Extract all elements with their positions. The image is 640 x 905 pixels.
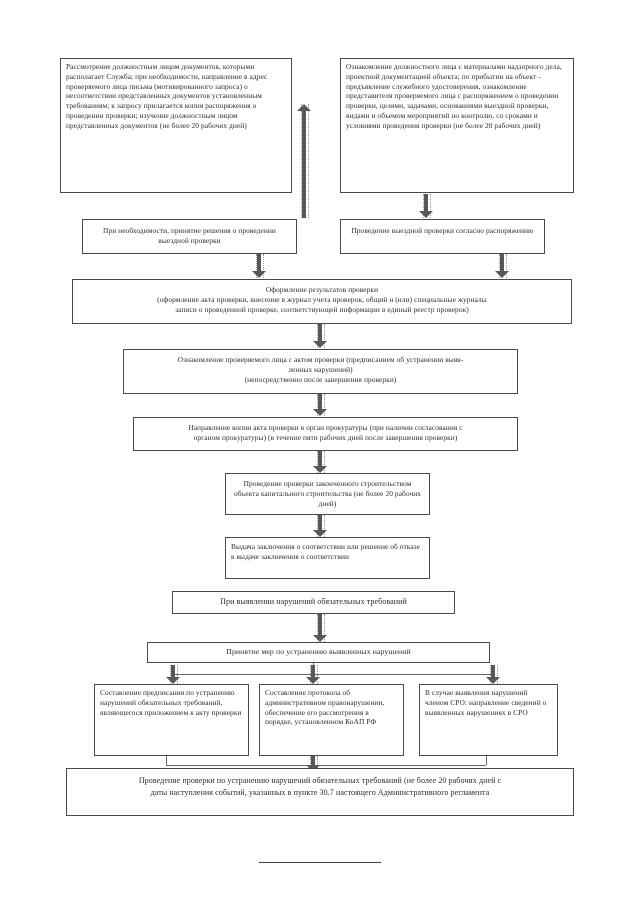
node-measures-taken: Принятие мер по устранению выявленных на… (147, 642, 490, 663)
arrow-to-prescription (166, 665, 180, 684)
connector-prescription-down (166, 756, 167, 765)
acquaint-line-3: (непосредственно после завершения провер… (244, 374, 397, 384)
followup-line-2: даты наступления событий, указанных в пу… (150, 788, 490, 797)
arrow-prosecutor-to-completed-check (313, 451, 327, 473)
footer-divider (259, 862, 381, 863)
arrow-completed-check-to-conclusion (313, 515, 327, 537)
node-followup-check: Проведение проверки по устранению наруше… (66, 768, 574, 816)
node-acquaint-with-act: Ознакомление проверяемого лица с актом п… (123, 349, 518, 394)
arrow-violations-to-measures (313, 614, 327, 642)
node-results-formalization: Оформление результатов проверки (оформле… (72, 279, 572, 324)
connector-measures-bus (173, 674, 493, 675)
arrow-decision-to-results (252, 254, 266, 278)
node-prescription: Составление предписания по устранению на… (94, 684, 249, 756)
node-check-completed-construction: Проведение проверки законченного строите… (225, 473, 430, 515)
node-familiarization-materials: Ознакомление должностного лица с материа… (340, 58, 574, 193)
arrow-to-sro-notification (486, 665, 500, 684)
prosecutor-line-1: Направление копии акта проверки в орган … (188, 423, 463, 432)
arrow-field-check-to-results (495, 254, 509, 278)
node-issue-conclusion: Выдача заключения о соответствии или реш… (225, 537, 430, 579)
results-line-2: (оформление акта проверки, внесение в жу… (157, 294, 487, 304)
connector-merge-bus (166, 765, 486, 766)
acquaint-line-2: ленных нарушений) (288, 364, 353, 374)
arrow-up-to-review-documents (297, 104, 311, 218)
arrow-results-to-acquaint (313, 324, 327, 348)
arrow-to-protocol (306, 665, 320, 684)
node-send-copy-prosecutor: Направление копии акта проверки в орган … (133, 417, 518, 451)
prosecutor-line-2: органом прокуратуры) (в течение пяти раб… (193, 432, 458, 442)
arrow-acquaint-to-prosecutor (313, 394, 327, 416)
node-field-check-by-order: Проведение выездной проверки согласно ра… (340, 219, 545, 254)
node-violations-found: При выявлении нарушений обязательных тре… (172, 591, 455, 614)
connector-sro-down (486, 756, 487, 765)
acquaint-line-1: Ознакомление проверяемого лица с актом п… (177, 355, 464, 364)
node-sro-notification: В случае выявления нарушений членом СРО:… (419, 684, 558, 756)
followup-line-1: Проведение проверки по устранению наруше… (138, 776, 502, 785)
arrow-familiarization-to-field-check (419, 194, 433, 218)
results-line-3: записи о проведенной проверке, соответст… (175, 304, 469, 314)
node-decision-field-check: При необходимости, принятие решения о пр… (82, 219, 297, 254)
node-protocol: Составление протокола об административно… (259, 684, 404, 756)
results-line-1: Оформление результатов проверки (265, 285, 379, 294)
node-review-documents: Рассмотрение должностным лицом документо… (60, 58, 292, 193)
